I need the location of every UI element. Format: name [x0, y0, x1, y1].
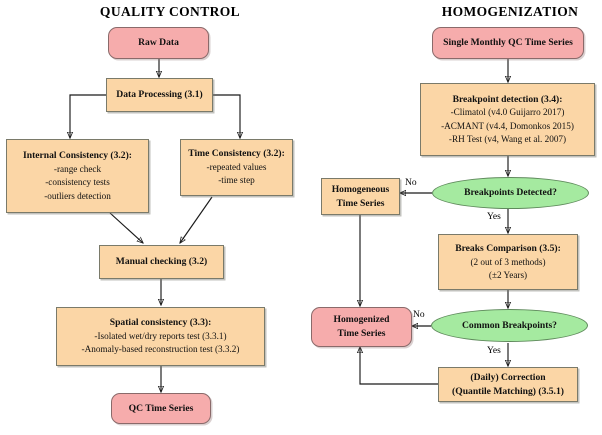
- node-spatial-consistency-item-1: -Anomaly-based reconstruction test (3.3.…: [81, 344, 240, 355]
- node-single-monthly-qc-time-series[interactable]: Single Monthly QC Time Series: [432, 27, 584, 59]
- node-daily-correction[interactable]: (Daily) Correction (Quantile Matching) (…: [438, 367, 578, 402]
- node-common-breakpoints-label: Common Breakpoints?: [462, 319, 557, 331]
- node-homogeneous-time-series-line1: Homogeneous: [331, 183, 390, 195]
- node-breakpoint-detection-item-0: -Climatol (v4.0 Guijarro 2017): [450, 107, 565, 118]
- node-breakpoint-detection-heading: Breakpoint detection (3.4):: [452, 93, 563, 105]
- node-spatial-consistency-item-0: -Isolated wet/dry reports test (3.3.1): [94, 331, 227, 342]
- node-internal-consistency-item-0: -range check: [53, 163, 102, 174]
- node-time-consistency-heading: Time Consistency (3.2):: [188, 148, 285, 160]
- node-data-processing-label: Data Processing (3.1): [116, 89, 203, 101]
- node-manual-checking[interactable]: Manual checking (3.2): [99, 245, 224, 279]
- node-single-monthly-qc-time-series-label: Single Monthly QC Time Series: [443, 37, 573, 49]
- node-internal-consistency-item-2: -outliers detection: [44, 190, 111, 201]
- page-title-homogenization: HOMOGENIZATION: [441, 4, 579, 19]
- node-breakpoints-detected-decision[interactable]: Breakpoints Detected?: [432, 177, 589, 209]
- node-internal-consistency-item-1: -consistency tests: [45, 177, 110, 188]
- edge-label-yes-common-breakpoints: Yes: [487, 346, 501, 356]
- node-spatial-consistency-heading: Spatial consistency (3.3):: [109, 317, 212, 329]
- node-breakpoint-detection[interactable]: Breakpoint detection (3.4): -Climatol (v…: [420, 83, 595, 156]
- node-internal-consistency-heading: Internal Consistency (3.2):: [23, 150, 132, 162]
- node-qc-time-series-label: QC Time Series: [128, 402, 194, 414]
- node-homogeneous-time-series-line2: Time Series: [336, 197, 385, 209]
- node-breaks-comparison[interactable]: Breaks Comparison (3.5): (2 out of 3 met…: [438, 234, 578, 290]
- node-breaks-comparison-item-1: (±2 Years): [488, 269, 528, 280]
- node-homogenized-time-series-line1: Homogenized: [333, 314, 390, 326]
- node-raw-data-label: Raw Data: [138, 37, 179, 49]
- node-manual-checking-label: Manual checking (3.2): [115, 256, 208, 268]
- node-time-consistency[interactable]: Time Consistency (3.2): -repeated values…: [180, 139, 293, 196]
- node-common-breakpoints-decision[interactable]: Common Breakpoints?: [431, 309, 588, 342]
- node-time-consistency-item-1: -time step: [218, 175, 255, 186]
- edge-label-no-common-breakpoints: No: [413, 310, 425, 320]
- node-time-consistency-item-0: -repeated values: [206, 162, 267, 173]
- node-homogenized-time-series[interactable]: Homogenized Time Series: [311, 307, 412, 347]
- page-title-quality-control: QUALITY CONTROL: [99, 4, 241, 19]
- node-raw-data[interactable]: Raw Data: [108, 27, 209, 59]
- node-breakpoint-detection-item-2: -RH Test (v4, Wang et al. 2007): [448, 134, 567, 145]
- node-data-processing[interactable]: Data Processing (3.1): [106, 78, 213, 112]
- node-breaks-comparison-heading: Breaks Comparison (3.5):: [455, 242, 561, 254]
- node-daily-correction-line2: (Quantile Matching) (3.5.1): [452, 385, 564, 397]
- node-spatial-consistency[interactable]: Spatial consistency (3.3): -Isolated wet…: [56, 307, 265, 366]
- node-breakpoint-detection-item-1: -ACMANT (v4.4, Domonkos 2015): [441, 120, 574, 131]
- edge-label-yes-breakpoints-detected: Yes: [487, 212, 501, 222]
- node-homogenized-time-series-line2: Time Series: [337, 328, 386, 339]
- edge-label-no-breakpoints-detected: No: [405, 178, 417, 188]
- node-daily-correction-line1: (Daily) Correction: [470, 371, 546, 383]
- node-breaks-comparison-item-0: (2 out of 3 methods): [470, 256, 546, 267]
- node-internal-consistency[interactable]: Internal Consistency (3.2): -range check…: [6, 139, 149, 213]
- node-qc-time-series[interactable]: QC Time Series: [111, 393, 211, 424]
- node-homogeneous-time-series[interactable]: Homogeneous Time Series: [321, 178, 400, 215]
- node-breakpoints-detected-label: Breakpoints Detected?: [464, 187, 557, 199]
